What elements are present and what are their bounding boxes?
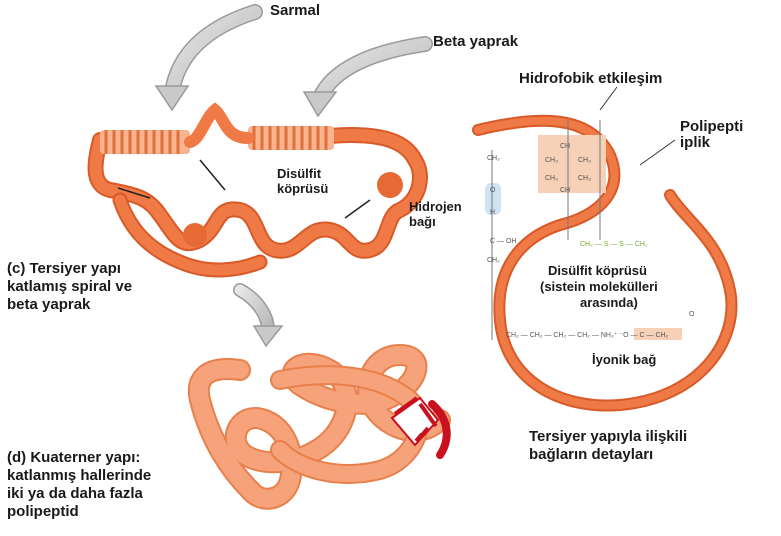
label-helix: Sarmal <box>270 2 320 19</box>
tertiary-structure-ribbon <box>96 110 420 270</box>
caption-quaternary-4: polipeptid <box>7 503 79 520</box>
label-hydrophobic: Hidrofobik etkileşim <box>519 70 662 87</box>
helix-segment-right <box>248 126 334 150</box>
caption-details-1: Tersiyer yapıyla ilişkili <box>529 428 687 445</box>
label-hydrogen-1: Hidrojen <box>409 199 462 214</box>
caption-quaternary-2: katlanmış hallerinde <box>7 467 151 484</box>
label-beta-sheet: Beta yaprak <box>433 33 518 50</box>
chem-ch3-right: CH₃ <box>578 157 591 164</box>
label-disulfide-detail-3: arasında) <box>580 295 638 310</box>
chem-ch2-top: CH₂ <box>487 155 500 162</box>
label-ionic-bond: İyonik bağ <box>592 352 656 367</box>
label-disulfide-1: Disülfit <box>277 166 321 181</box>
chem-ch3-right2: CH₃ <box>578 175 591 182</box>
label-disulfide-2: köprüsü <box>277 181 328 196</box>
chem-ch3-left2: CH₃ <box>545 175 558 182</box>
arrow-helix <box>156 12 255 110</box>
label-polypeptide-2: iplik <box>680 134 710 151</box>
caption-tertiary-3: beta yaprak <box>7 296 90 313</box>
chem-ch3-left: CH₃ <box>545 157 558 164</box>
chem-c-oh: C — OH <box>490 238 516 245</box>
caption-tertiary-2: katlamış spiral ve <box>7 278 132 295</box>
label-hydrogen-2: bağı <box>409 214 436 229</box>
arrow-beta-sheet <box>304 44 425 116</box>
arrow-to-quaternary <box>240 290 282 346</box>
chem-h: H <box>490 209 495 216</box>
chem-ch-top: CH <box>560 143 570 150</box>
caption-tertiary-1: (c) Tersiyer yapı <box>7 260 121 277</box>
label-disulfide-detail-2: (sistein molekülleri <box>540 279 658 294</box>
caption-details-2: bağların detayları <box>529 446 653 463</box>
quaternary-structure-ribbon <box>199 355 447 499</box>
chem-o-top: O <box>689 311 695 318</box>
hydrophobic-highlight-box <box>538 135 606 193</box>
chem-ch-bottom: CH <box>560 187 570 194</box>
caption-quaternary-1: (d) Kuaterner yapı: <box>7 449 140 466</box>
helix-segment-left <box>100 130 190 154</box>
chem-disulfide: CH₂ — S — S — CH₂ <box>580 241 648 248</box>
caption-quaternary-3: iki ya da daha fazla <box>7 485 143 502</box>
label-disulfide-detail-1: Disülfit köprüsü <box>548 263 647 278</box>
chem-ionic-chain: CH₂ — CH₂ — CH₂ — CH₂ — NH₃⁺ ⁻O — C — CH… <box>506 332 669 339</box>
chem-o: O <box>490 187 496 194</box>
label-polypeptide-1: Polipepti <box>680 118 743 135</box>
chem-ch2-mid: CH₂ <box>487 257 500 264</box>
